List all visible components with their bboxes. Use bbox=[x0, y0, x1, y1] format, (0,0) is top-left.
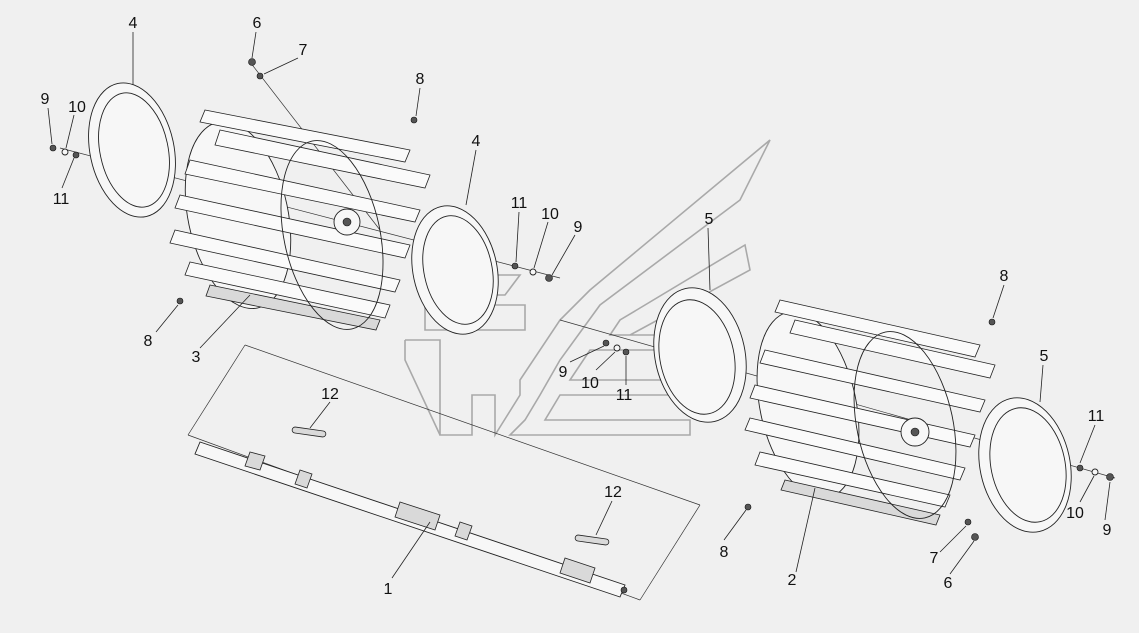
callout-labels: 4 6 7 9 10 11 8 4 11 10 9 8 3 12 5 9 10 … bbox=[41, 15, 1112, 598]
callout-10-middle: 10 bbox=[541, 206, 559, 223]
callout-10-lower: 10 bbox=[581, 375, 599, 392]
callout-5-outer: 5 bbox=[1040, 348, 1049, 365]
callout-6-top: 6 bbox=[253, 15, 262, 32]
fasteners bbox=[49, 58, 1114, 541]
callout-4-left: 4 bbox=[129, 15, 138, 32]
end-plate-right-outer bbox=[978, 397, 1072, 533]
end-plate-left bbox=[88, 82, 176, 218]
leader-lines bbox=[47, 31, 1111, 579]
callout-10-right: 10 bbox=[1066, 505, 1084, 522]
callout-9-middle: 9 bbox=[574, 219, 583, 236]
end-plate-right-inner bbox=[653, 287, 747, 423]
callout-7-bottom: 7 bbox=[930, 550, 939, 567]
callout-9-right: 9 bbox=[1103, 522, 1112, 539]
callout-6-bottom: 6 bbox=[944, 575, 953, 592]
callout-5-inner: 5 bbox=[705, 211, 714, 228]
callout-9-left: 9 bbox=[41, 91, 50, 108]
callout-8-right: 8 bbox=[1000, 268, 1009, 285]
callout-7-top: 7 bbox=[299, 42, 308, 59]
callout-9-lower: 9 bbox=[559, 364, 568, 381]
callout-12-left: 12 bbox=[321, 386, 339, 403]
end-plate-middle bbox=[411, 205, 499, 335]
callout-4-middle: 4 bbox=[472, 133, 481, 150]
callout-3: 3 bbox=[192, 349, 201, 366]
keys bbox=[291, 426, 610, 546]
callout-8-top: 8 bbox=[416, 71, 425, 88]
callout-1: 1 bbox=[384, 581, 393, 598]
callout-11-middle: 11 bbox=[511, 195, 528, 212]
callout-8-left: 8 bbox=[144, 333, 153, 350]
callout-12-right: 12 bbox=[604, 484, 622, 501]
callout-11-left: 11 bbox=[53, 191, 70, 208]
rotor-left bbox=[169, 109, 431, 331]
shaft bbox=[187, 344, 701, 601]
callout-11-lower: 11 bbox=[616, 387, 633, 404]
callout-11-right: 11 bbox=[1088, 408, 1105, 425]
callout-8-bottom: 8 bbox=[720, 544, 729, 561]
callout-2: 2 bbox=[788, 572, 797, 589]
callout-10-left: 10 bbox=[68, 99, 86, 116]
rotor-left-blades bbox=[169, 109, 431, 331]
rotor-right bbox=[744, 299, 996, 526]
